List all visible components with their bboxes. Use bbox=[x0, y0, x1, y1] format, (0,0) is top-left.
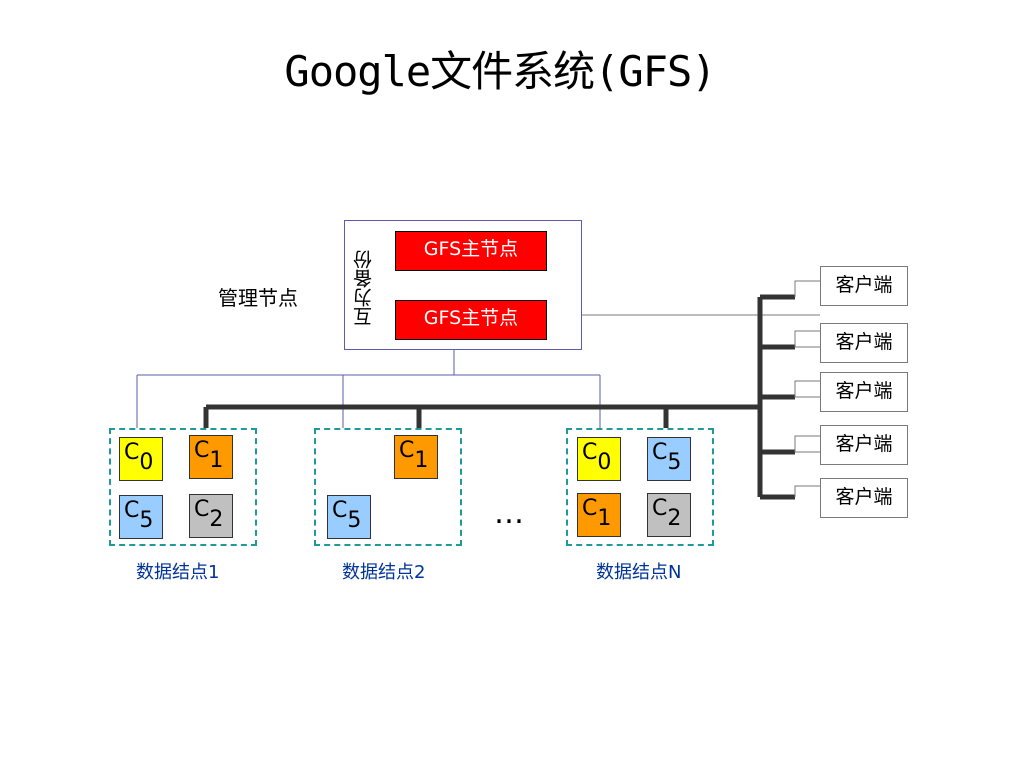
data-node-2 bbox=[314, 428, 462, 546]
chunk-letter: C bbox=[124, 498, 140, 523]
data-node-1 bbox=[109, 428, 257, 546]
chunk-index: 2 bbox=[209, 507, 224, 532]
client-1: 客户端 bbox=[820, 266, 908, 306]
chunk-index: 0 bbox=[139, 450, 154, 475]
chunk-index: 1 bbox=[209, 448, 224, 473]
bracket-client-5 bbox=[794, 485, 820, 497]
bracket-client-2 bbox=[794, 330, 820, 348]
chunk-letter: C bbox=[332, 498, 348, 523]
chunk-c0: C0 bbox=[577, 437, 621, 481]
page-title: Google文件系统(GFS) bbox=[284, 47, 716, 96]
chunk-letter: C bbox=[399, 438, 415, 463]
gfs-master-backup: GFS主节点 bbox=[395, 300, 547, 340]
client-5: 客户端 bbox=[820, 478, 908, 518]
chunk-index: 1 bbox=[414, 448, 429, 473]
chunk-letter: C bbox=[582, 440, 598, 465]
chunk-letter: C bbox=[652, 496, 668, 521]
bracket-client-3 bbox=[794, 380, 820, 398]
gfs-master-primary: GFS主节点 bbox=[395, 231, 547, 271]
chunk-index: 0 bbox=[597, 450, 612, 475]
chunk-c2: C2 bbox=[189, 494, 233, 538]
management-node-label: 管理节点 bbox=[218, 286, 298, 310]
chunk-letter: C bbox=[124, 440, 140, 465]
chunk-c2: C2 bbox=[647, 493, 691, 537]
chunk-c1: C1 bbox=[189, 435, 233, 479]
data-node-1-label: 数据结点1 bbox=[136, 562, 220, 583]
data-bus bbox=[203, 294, 795, 500]
chunk-letter: C bbox=[652, 440, 668, 465]
chunk-letter: C bbox=[194, 438, 210, 463]
chunk-c5: C5 bbox=[647, 437, 691, 481]
client-2: 客户端 bbox=[820, 323, 908, 363]
backup-label: 互为备份 bbox=[353, 250, 375, 326]
chunk-c5: C5 bbox=[327, 495, 371, 539]
chunk-letter: C bbox=[194, 497, 210, 522]
client-3: 客户端 bbox=[820, 372, 908, 412]
data-node-n bbox=[566, 428, 714, 546]
chunk-c1: C1 bbox=[577, 493, 621, 537]
data-node-2-label: 数据结点2 bbox=[342, 562, 426, 583]
bracket-client-4 bbox=[794, 435, 820, 453]
chunk-letter: C bbox=[582, 496, 598, 521]
chunk-c1: C1 bbox=[394, 435, 438, 479]
chunk-c5: C5 bbox=[119, 495, 163, 539]
client-brackets bbox=[794, 280, 820, 497]
chunk-index: 5 bbox=[139, 508, 154, 533]
chunk-index: 1 bbox=[597, 506, 612, 531]
data-node-n-label: 数据结点N bbox=[596, 562, 682, 583]
more-nodes-ellipsis: … bbox=[494, 496, 526, 531]
chunk-index: 5 bbox=[667, 450, 682, 475]
chunk-index: 2 bbox=[667, 506, 682, 531]
chunk-index: 5 bbox=[347, 508, 362, 533]
bracket-client-1 bbox=[794, 280, 820, 297]
chunk-c0: C0 bbox=[119, 437, 163, 481]
client-4: 客户端 bbox=[820, 425, 908, 465]
